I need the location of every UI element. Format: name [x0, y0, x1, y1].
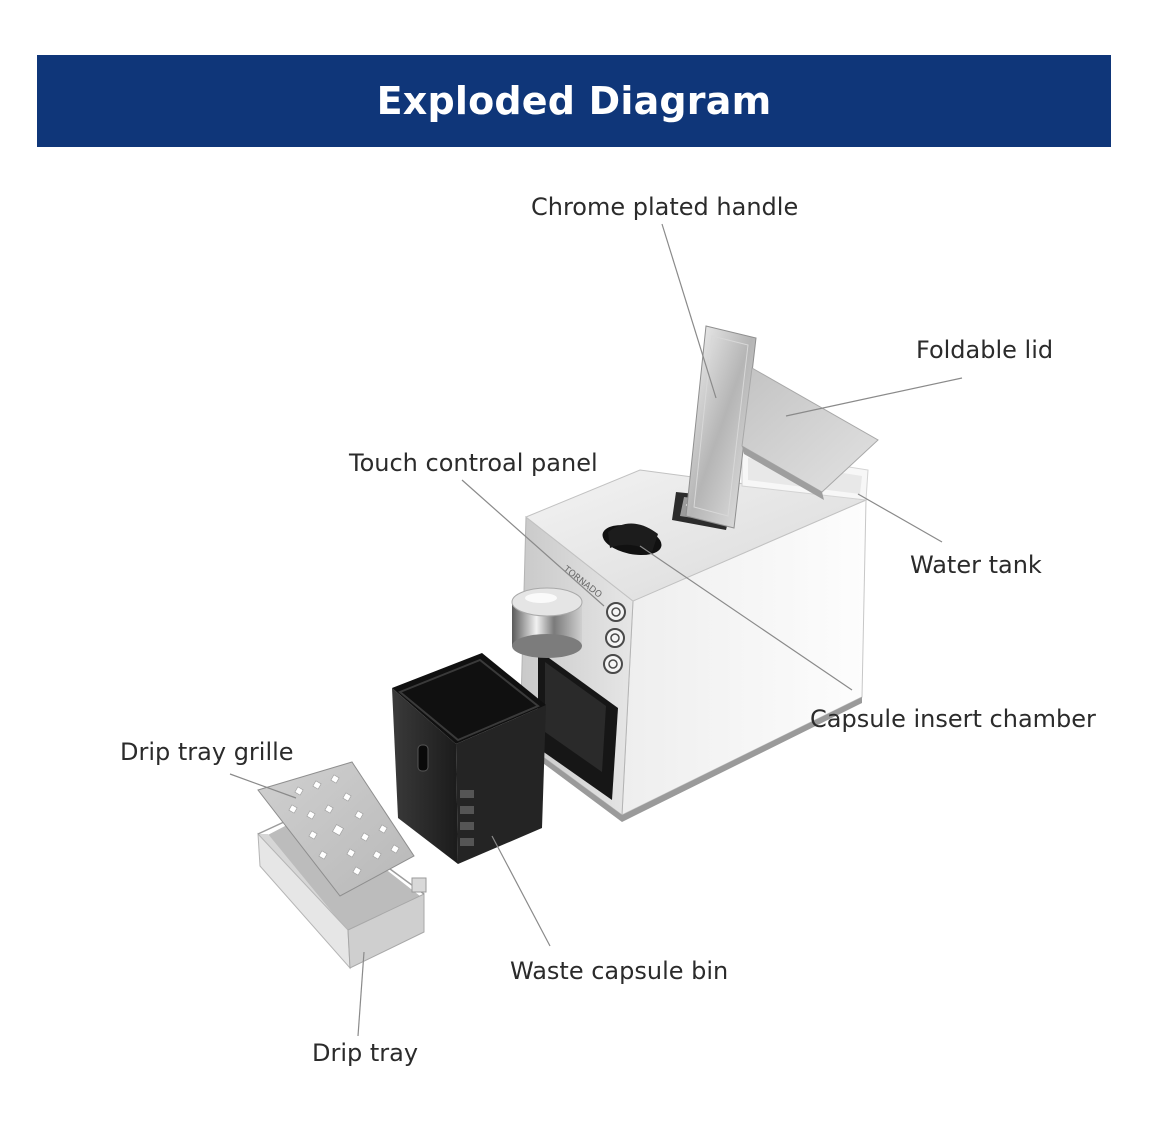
leader-waste-bin: [491, 835, 551, 947]
label-capsule-chamber: Capsule insert chamber: [810, 705, 1096, 733]
foldable-lid[interactable]: [741, 367, 879, 500]
capsule-insert-chamber: [602, 523, 662, 556]
label-waste-bin: Waste capsule bin: [510, 957, 729, 985]
touch-control-panel: [603, 602, 626, 674]
leader-touch-panel: [461, 479, 605, 607]
touch-button-1[interactable]: [606, 602, 626, 622]
leader-capsule-chamber: [639, 545, 853, 691]
touch-button-3[interactable]: [603, 654, 623, 674]
chrome-knob[interactable]: [511, 587, 583, 658]
chrome-plated-handle[interactable]: [685, 325, 757, 529]
leader-foldable-lid: [785, 377, 963, 417]
waste-capsule-bin[interactable]: [392, 653, 546, 864]
leader-water-tank: [857, 493, 943, 543]
label-foldable-lid: Foldable lid: [916, 336, 1054, 364]
label-drip-tray: Drip tray: [312, 1039, 419, 1067]
leader-lines: [229, 223, 963, 1037]
header-banner: Exploded Diagram: [37, 55, 1111, 147]
leader-drip-tray: [357, 951, 365, 1037]
touch-button-2[interactable]: [605, 628, 625, 648]
machine-body: TORNADO: [511, 449, 869, 822]
label-chrome-handle: Chrome plated handle: [531, 193, 799, 221]
label-water-tank: Water tank: [910, 551, 1042, 579]
drip-tray-grille[interactable]: [257, 761, 415, 897]
leader-chrome-handle: [661, 223, 717, 399]
label-drip-grille: Drip tray grille: [120, 738, 294, 766]
label-touch-panel: Touch controal panel: [349, 449, 598, 477]
page-title: Exploded Diagram: [376, 79, 772, 123]
leader-drip-grille: [229, 773, 297, 799]
